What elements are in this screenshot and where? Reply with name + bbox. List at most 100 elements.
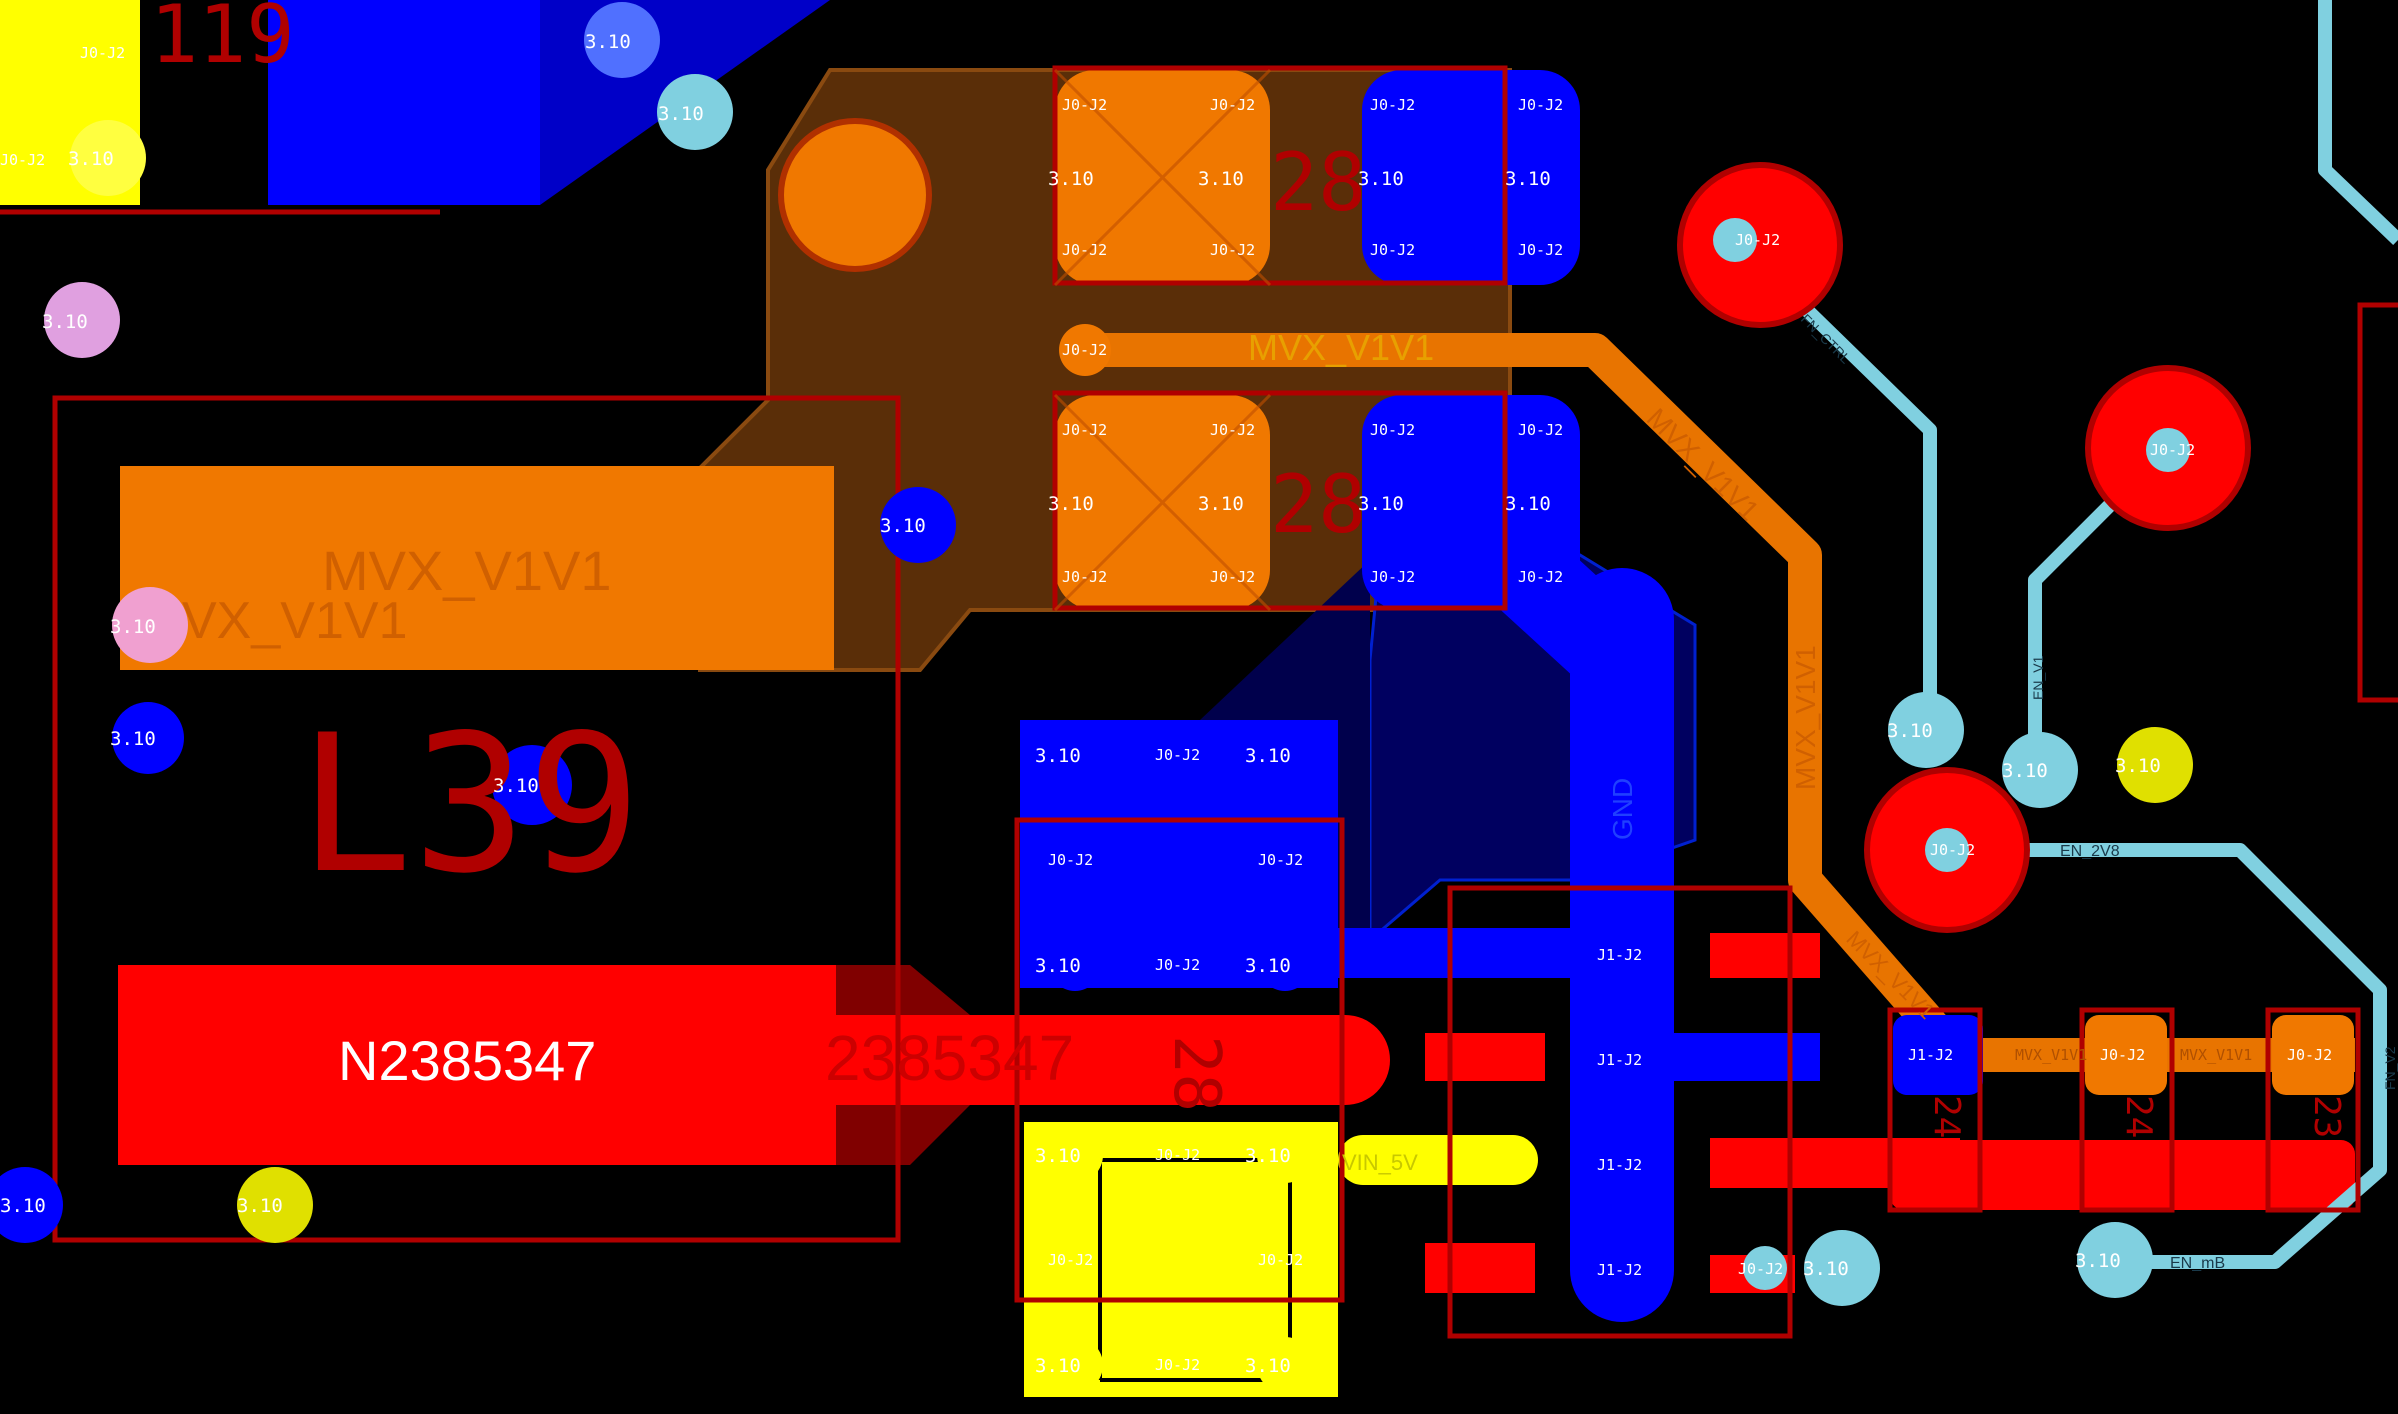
pad-label: 3.10: [2115, 755, 2161, 777]
net-fn-v2: FN_V2: [2382, 1046, 2398, 1090]
refdes-res-23: 23: [2306, 1095, 2347, 1138]
pad-label: J0-J2: [80, 44, 125, 62]
pad-label: 3.10: [585, 31, 631, 53]
pad-label: J1-J2: [1597, 1261, 1642, 1279]
pad-label: 3.10: [110, 616, 156, 638]
pad-label: MVX_V1V1: [2015, 1046, 2087, 1064]
pad-labels: 3.10 3.10 3.10 J0-J2 J0-J2 3.10 3.10 3.1…: [0, 31, 2332, 1377]
pad-label: 3.10: [1048, 168, 1094, 190]
pad-label: 3.10: [1035, 1355, 1081, 1377]
pad-label: 3.10: [2002, 760, 2048, 782]
net-en-2v8: EN_2V8: [2060, 843, 2120, 860]
pad-label: J0-J2: [1370, 241, 1415, 259]
pad-label: J0-J2: [1062, 421, 1107, 439]
pad-label: J0-J2: [1062, 341, 1107, 359]
pad-label: J1-J2: [1597, 946, 1642, 964]
refdes-cap-a: 28: [1270, 136, 1366, 229]
pad-label: J0-J2: [1258, 851, 1303, 869]
vias: [0, 2, 2251, 1393]
pad-label: 3.10: [1035, 745, 1081, 767]
pad-label: 3.10: [237, 1195, 283, 1217]
net-n23-trunc: 2385347: [825, 1022, 1074, 1094]
pad-label: 3.10: [1505, 493, 1551, 515]
refdes-res-24a: 24: [1926, 1095, 1967, 1138]
pad-label: J0-J2: [1735, 231, 1780, 249]
pad-label: J0-J2: [1518, 241, 1563, 259]
refdes-top-partial: 119: [150, 0, 295, 81]
pad-label: J0-J2: [1930, 841, 1975, 859]
net-n23-big: N2385347: [338, 1029, 596, 1092]
pad-label: 3.10: [1887, 720, 1933, 742]
pad-label: J0-J2: [1062, 241, 1107, 259]
pad-label: 3.10: [1198, 168, 1244, 190]
pad-label: J0-J2: [1738, 1260, 1783, 1278]
pad-label: 3.10: [110, 728, 156, 750]
pad-label: 3.10: [658, 103, 704, 125]
net-en-mb: EN_mB: [2170, 1255, 2225, 1272]
pad-label: J0-J2: [1370, 96, 1415, 114]
pad-label: J1-J2: [1597, 1156, 1642, 1174]
pad-label: 3.10: [42, 311, 88, 333]
pad-label: J0-J2: [2287, 1046, 2332, 1064]
pad-label: J0-J2: [0, 151, 45, 169]
pad-label: J0-J2: [1210, 421, 1255, 439]
pad-label: 3.10: [1245, 1355, 1291, 1377]
net-mvx-diag: MVX_V1V1: [1641, 402, 1765, 526]
pad-label: J0-J2: [1210, 241, 1255, 259]
net-mvx-trunc: VX_V1V1: [182, 592, 408, 650]
pad-label: J0-J2: [2150, 441, 2195, 459]
pad-label: 3.10: [1245, 1145, 1291, 1167]
pad-label: 3.10: [1035, 1145, 1081, 1167]
pad-label: J0-J2: [1155, 746, 1200, 764]
pad-label: 3.10: [1035, 955, 1081, 977]
refdes-text: 119 L39 28 28 28 24 24 23: [150, 0, 2347, 1138]
net-mvx-trace: MVX_V1V1: [1248, 327, 1434, 368]
pad-label: J0-J2: [1518, 568, 1563, 586]
pad-label: 3.10: [1803, 1258, 1849, 1280]
refdes-res-24b: 24: [2118, 1095, 2159, 1138]
pad-label: J0-J2: [1210, 96, 1255, 114]
pad-label: J1-J2: [1597, 1051, 1642, 1069]
n2385347-copper-region: [118, 933, 2355, 1293]
pad-label: 3.10: [880, 515, 926, 537]
net-vin: VIN_5V: [1342, 1150, 1418, 1175]
pad-label: J0-J2: [1210, 568, 1255, 586]
net-mvx-big: MVX_V1V1: [322, 539, 612, 602]
pad-label: J0-J2: [1048, 851, 1093, 869]
pad-label: 3.10: [2075, 1250, 2121, 1272]
silkscreen-outlines: [0, 65, 2398, 1339]
gnd-copper-region: [268, 0, 1983, 1322]
pad-label: J0-J2: [1062, 96, 1107, 114]
pad-label: 3.10: [493, 775, 539, 797]
pad-label: J0-J2: [1518, 421, 1563, 439]
pad-label: 3.10: [1505, 168, 1551, 190]
pad-label: J0-J2: [1370, 568, 1415, 586]
pad-label: 3.10: [1245, 955, 1291, 977]
pad-label: J0-J2: [1518, 96, 1563, 114]
pad-label: J0-J2: [1062, 568, 1107, 586]
net-en-v1: EN_V1: [2030, 655, 2046, 700]
pad-label: 3.10: [1358, 493, 1404, 515]
pad-label: J0-J2: [1258, 1251, 1303, 1269]
net-gnd: GND: [1607, 778, 1638, 840]
pad-cross-marks: [1053, 68, 1272, 612]
pad-label: 3.10: [1048, 493, 1094, 515]
pad-label: MVX_V1V1: [2180, 1046, 2252, 1064]
pad-label: 3.10: [0, 1195, 46, 1217]
pad-label: 3.10: [1198, 493, 1244, 515]
net-mvx-vert: MVX_V1V1: [1790, 645, 1821, 790]
pad-label: 3.10: [1245, 745, 1291, 767]
refdes-inductor: L39: [298, 694, 641, 915]
pad-label: J0-J2: [1370, 421, 1415, 439]
pad-label: J0-J2: [1155, 956, 1200, 974]
pad-label: 3.10: [68, 148, 114, 170]
refdes-cap-c: 28: [1159, 1035, 1233, 1112]
pad-label: J0-J2: [1155, 1146, 1200, 1164]
pad-label: J0-J2: [2100, 1046, 2145, 1064]
pad-label: J0-J2: [1155, 1356, 1200, 1374]
pad-label: J1-J2: [1908, 1046, 1953, 1064]
refdes-cap-b: 28: [1270, 458, 1366, 551]
pad-label: J0-J2: [1048, 1251, 1093, 1269]
pad-label: 3.10: [1358, 168, 1404, 190]
